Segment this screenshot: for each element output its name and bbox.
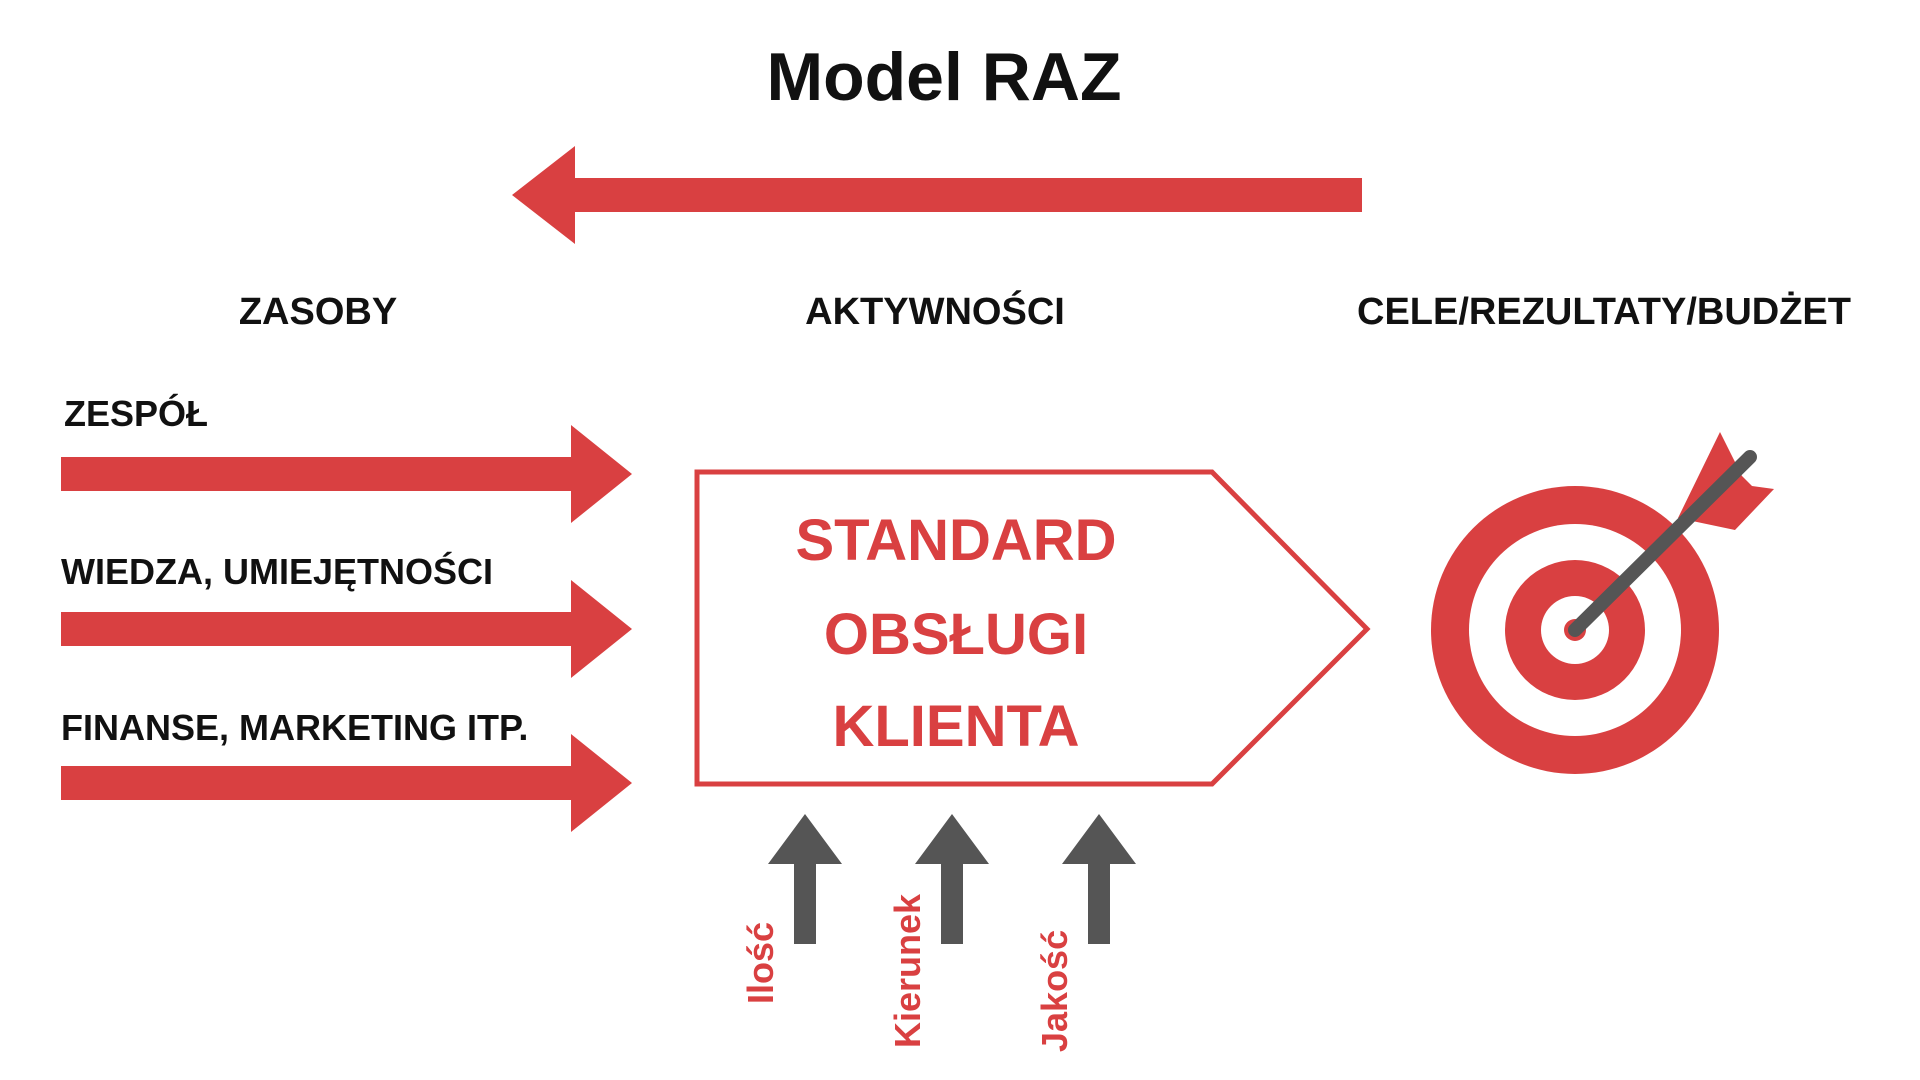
arrow-up-icon: [768, 814, 842, 944]
resource-label-team: ZESPÓŁ: [64, 392, 208, 434]
resource-label-knowledge: WIEDZA, UMIEJĘTNOŚCI: [61, 550, 493, 592]
arrow-left-icon: [512, 146, 1362, 244]
arrow-right-icon: [61, 580, 632, 678]
resource-label-finance: FINANSE, MARKETING ITP.: [61, 707, 528, 748]
arrow-right-icon: [61, 734, 632, 832]
activity-box-line-3: KLIENTA: [832, 694, 1079, 759]
header-resources: ZASOBY: [239, 291, 397, 333]
activity-box-line-2: OBSŁUGI: [824, 602, 1088, 667]
factor-label-quality: Jakość: [1034, 930, 1075, 1052]
factor-label-quantity: Ilość: [740, 922, 781, 1004]
arrow-up-icon: [1062, 814, 1136, 944]
arrow-right-icon: [61, 425, 632, 523]
activity-box-line-1: STANDARD: [795, 508, 1116, 573]
factor-label-direction: Kierunek: [887, 893, 928, 1048]
header-activities: AKTYWNOŚCI: [805, 289, 1065, 333]
activity-box: [694, 469, 1371, 787]
target-icon: [1431, 432, 1774, 774]
arrow-up-icon: [915, 814, 989, 944]
diagram-title: Model RAZ: [766, 39, 1121, 115]
header-goals: CELE/REZULTATY/BUDŻET: [1357, 291, 1851, 333]
